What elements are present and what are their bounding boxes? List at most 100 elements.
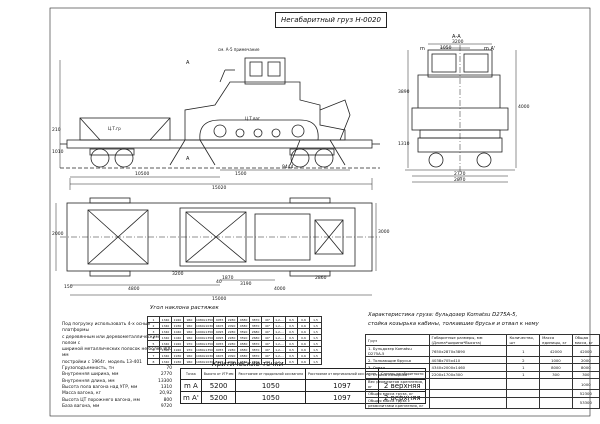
char-cell: 8000 xyxy=(571,363,600,372)
char-cell: 1 xyxy=(506,370,541,380)
char-cell: 1000 xyxy=(571,378,600,391)
char-header-cell: Масса единицы, кг xyxy=(539,334,573,346)
mark-m-label: m xyxy=(420,46,425,52)
critical-cell: 1050 xyxy=(235,379,307,392)
spec-value: 13300 xyxy=(158,378,172,384)
char-cell xyxy=(428,389,508,398)
dim-1500: 1500 xyxy=(235,172,247,177)
char-row: Вес реквизитов крепления, кг 1000 xyxy=(365,378,600,391)
slope-cell: 1960x1030 xyxy=(194,358,215,365)
plan-dim-40: 40 xyxy=(216,280,222,285)
slope-cell: 960 xyxy=(183,358,196,365)
critical-cell: 5200 xyxy=(200,391,237,404)
spec-intro-line: с деревянным или деревометаллическим пол… xyxy=(62,334,159,346)
spec-value: 800 xyxy=(163,397,172,403)
spec-label: Грузоподъемность, тн xyxy=(62,366,115,372)
char-cell xyxy=(506,378,541,391)
char-cell: 1 xyxy=(506,345,541,357)
char-cell: 300 xyxy=(539,370,573,380)
end-dim-2870: 2870 xyxy=(454,178,466,183)
critical-cell: 1097 xyxy=(305,391,380,404)
dim-total-length: 15020 xyxy=(212,186,227,191)
char-cell xyxy=(428,378,508,391)
spec-intro-line: Под погрузку использовать 4-х осные плат… xyxy=(62,322,151,334)
char-row: Общая масса груза с реквизитами креплени… xyxy=(365,396,600,409)
slope-cell: 1340 xyxy=(159,358,172,365)
plan-dim-3200: 3200 xyxy=(172,272,184,277)
slope-cell: 1930 xyxy=(171,358,184,365)
slope-cell: 0,5 xyxy=(285,358,299,365)
plan-dim-15000: 15000 xyxy=(212,297,227,302)
char-header-cell: Общая масса, кг xyxy=(571,334,600,346)
char-cell xyxy=(539,389,573,398)
section-label: А-А xyxy=(452,34,461,40)
spec-label: База вагона, мм xyxy=(62,403,100,409)
char-cell: 300 xyxy=(571,370,600,380)
cargo-char-title: Характеристика груза: бульдозер Komatsu … xyxy=(368,311,539,329)
plan-dim-3190: 3190 xyxy=(240,282,252,287)
spec-value: 70 xyxy=(166,366,172,372)
char-cell: Вес реквизитов крепления, кг xyxy=(365,378,430,391)
drawing-title: Негабаритный груз Н-0020 xyxy=(275,12,387,28)
char-cell: 2. Толкающие брусья xyxy=(365,355,430,365)
dim-10500: 10500 xyxy=(135,172,150,177)
end-dim-3890: 3890 xyxy=(398,90,410,95)
slope-cell: 1,5 xyxy=(309,358,323,365)
char-cell: Общая масса груза с реквизитами креплени… xyxy=(365,396,430,409)
char-cell xyxy=(506,396,541,409)
char-cell: 4340x2000x1460 xyxy=(428,363,508,372)
char-cell: Общая масса груза, кг xyxy=(365,389,430,398)
critical-cell: m А' xyxy=(180,391,202,404)
critical-cell: 1050 xyxy=(235,391,307,404)
cargo-cg-label: Ц.Т.гр xyxy=(108,126,121,131)
spec-value: 2770 xyxy=(160,372,172,378)
spec-intro-line: постройки с 1964г. модель 13-401 xyxy=(62,359,142,365)
spec-label: Внутренняя ширина, мм xyxy=(62,372,119,378)
char-cell: 8000 xyxy=(539,363,573,372)
char-cell: 2200x1700x300 xyxy=(428,370,508,380)
critical-points-caption: Критические точки xyxy=(212,360,284,368)
plan-dim-3000: 3000 xyxy=(378,230,390,235)
char-cell xyxy=(539,396,573,409)
char-cell xyxy=(539,378,573,391)
spec-row: Внутренняя ширина, мм 2770 xyxy=(62,372,172,378)
critical-cell: 5200 xyxy=(200,379,237,392)
car-cg-label: Ц.Т.ваг xyxy=(245,116,261,121)
char-cell: 1000 xyxy=(539,355,573,365)
char-cell: 1 xyxy=(506,363,541,372)
spec-value: 1310 xyxy=(160,384,172,390)
spec-label: Высота ЦТ порожнего вагона, мм xyxy=(62,397,140,403)
spec-value: 20,92 xyxy=(159,391,172,397)
dim-9444: 9444 xyxy=(282,165,294,170)
note-label: см. А-5 примечание xyxy=(218,47,260,52)
spec-row: Внутренняя длина, мм 13300 xyxy=(62,379,172,385)
cargo-char-title-line: Характеристика груза: бульдозер Komatsu … xyxy=(368,312,518,318)
plan-dim-150: 150 xyxy=(64,285,73,290)
end-dim-4000: 4000 xyxy=(518,105,530,110)
char-cell: 4. Стойка козырька xyxy=(365,370,430,380)
slope-cell: 8 xyxy=(147,358,160,365)
critical-cell: m А xyxy=(180,379,202,392)
char-cell: 42000 xyxy=(539,345,573,357)
spec-label: Внутренняя длина, мм xyxy=(62,378,115,384)
spec-label: Масса вагона, кг xyxy=(62,391,101,397)
critical-header-cell: Точка xyxy=(180,368,202,380)
section-arrow-a2: А xyxy=(186,156,190,162)
char-cell: 4038x705x410 xyxy=(428,355,508,365)
char-header-cell: Груз xyxy=(365,334,430,346)
char-cell xyxy=(506,389,541,398)
plan-dim-2860: 2860 xyxy=(315,276,327,281)
